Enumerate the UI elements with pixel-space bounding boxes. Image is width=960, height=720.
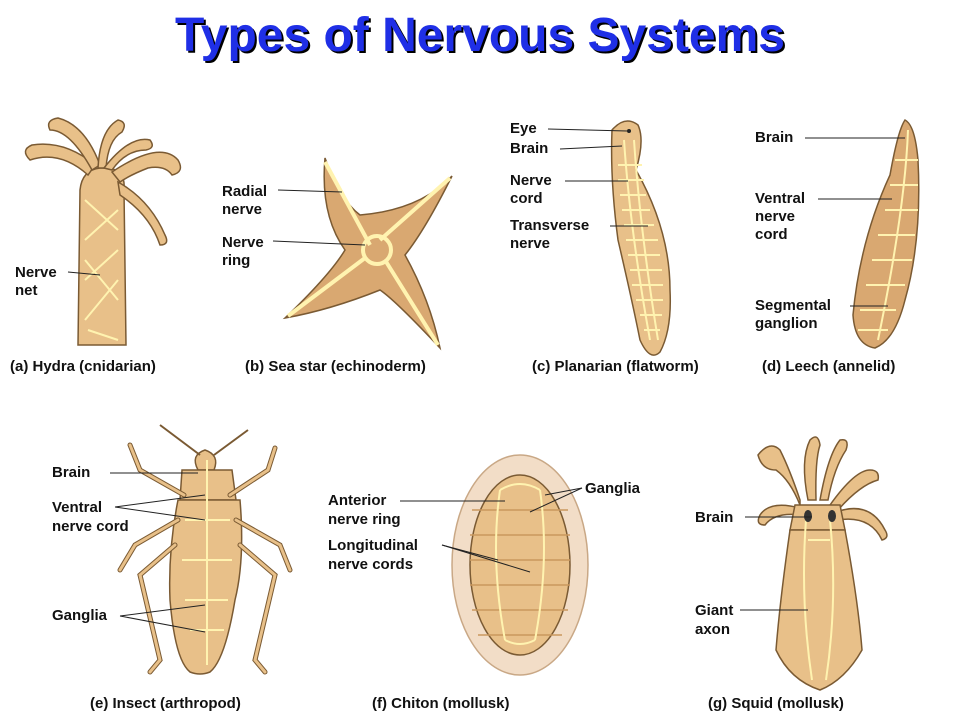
label-axon: axon xyxy=(695,621,730,638)
caption-hydra: (a) Hydra (cnidarian) xyxy=(10,358,156,375)
label-ventral-d: Ventral xyxy=(755,190,805,207)
label-ganglia-f: Ganglia xyxy=(585,480,641,497)
label-brain-e: Brain xyxy=(52,464,90,481)
label-anterior: Anterior xyxy=(328,492,387,509)
label-ring: ring xyxy=(222,252,250,269)
sea-star-illustration: Radial nerve Nerve ring (b) Sea star (ec… xyxy=(222,157,453,375)
label-eye: Eye xyxy=(510,120,537,137)
label-longitudinal: Longitudinal xyxy=(328,537,418,554)
label-ventral-e: Ventral xyxy=(52,499,102,516)
label-transverse: Transverse xyxy=(510,217,589,234)
label-ganglion: ganglion xyxy=(755,315,818,332)
label-longitudinal-nerve-cords: nerve cords xyxy=(328,556,413,573)
label-ganglia-e: Ganglia xyxy=(52,607,108,624)
chiton-illustration: Ganglia Anterior nerve ring Longitudinal… xyxy=(328,454,641,712)
label-nerve-c: Nerve xyxy=(510,172,552,189)
squid-illustration: Brain Giant axon (g) Squid (mollusk) xyxy=(695,436,888,712)
label-nerve-d: nerve xyxy=(755,208,795,225)
label-nerve-net-1: Nerve xyxy=(15,264,57,281)
label-nerve: Nerve xyxy=(222,234,264,251)
caption-insect: (e) Insect (arthropod) xyxy=(90,695,241,712)
slide-title: Types of Nervous Systems xyxy=(174,9,785,62)
label-brain-d: Brain xyxy=(755,129,793,146)
caption-planarian: (c) Planarian (flatworm) xyxy=(532,358,699,375)
planarian-illustration: Eye Brain Nerve cord Transverse nerve (c… xyxy=(510,120,699,375)
label-segmental: Segmental xyxy=(755,297,831,314)
label-anterior-nerve-ring: nerve ring xyxy=(328,511,401,528)
label-ventral-nerve-cord-e: nerve cord xyxy=(52,518,129,535)
label-cord-d: cord xyxy=(755,226,788,243)
leech-illustration: Brain Ventral nerve cord Segmental gangl… xyxy=(755,119,920,375)
hydra-illustration: Nerve net (a) Hydra (cnidarian) xyxy=(10,117,182,375)
label-radial: Radial xyxy=(222,183,267,200)
label-brain-g: Brain xyxy=(695,509,733,526)
caption-chiton: (f) Chiton (mollusk) xyxy=(372,695,509,712)
label-radial-nerve: nerve xyxy=(222,201,262,218)
label-brain: Brain xyxy=(510,140,548,157)
label-nerve-net-2: net xyxy=(15,282,38,299)
caption-leech: (d) Leech (annelid) xyxy=(762,358,895,375)
caption-squid: (g) Squid (mollusk) xyxy=(708,695,844,712)
label-transverse-nerve: nerve xyxy=(510,235,550,252)
label-cord-c: cord xyxy=(510,190,543,207)
label-giant: Giant xyxy=(695,602,733,619)
insect-illustration: Brain Ventral nerve cord Ganglia (e) Ins… xyxy=(52,424,293,712)
caption-sea-star: (b) Sea star (echinoderm) xyxy=(245,358,426,375)
